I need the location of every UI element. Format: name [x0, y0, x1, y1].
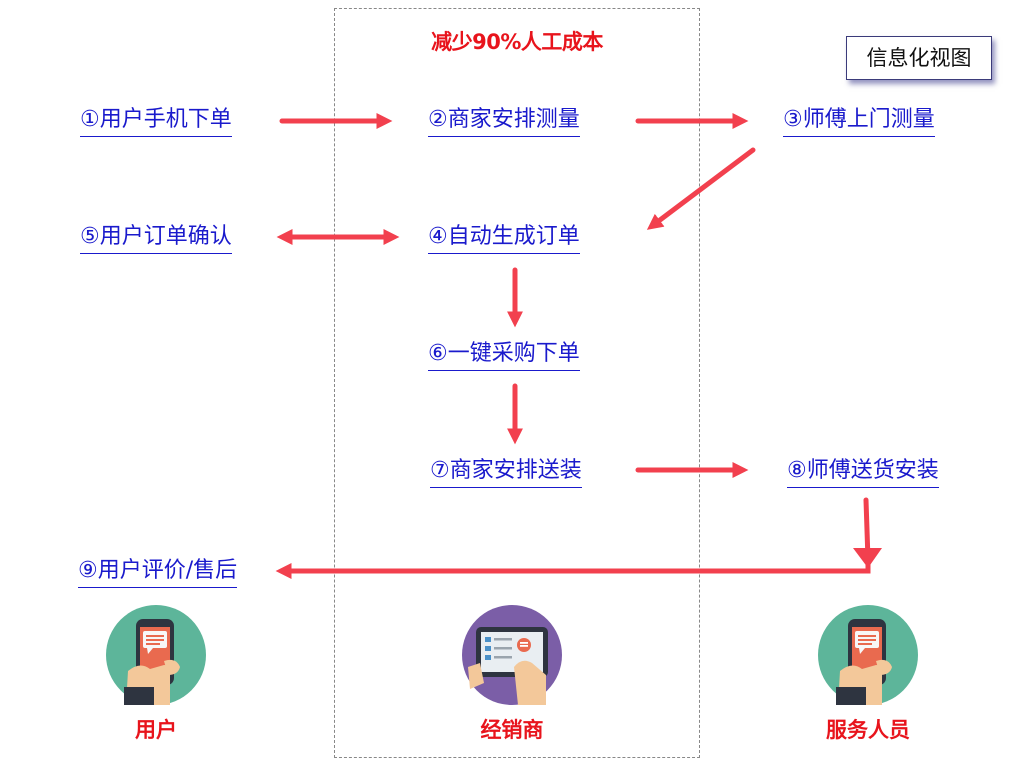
step-3-worker-measure[interactable]: ③师傅上门测量: [783, 106, 935, 137]
role-dealer: 经销商: [480, 718, 544, 742]
step-6-one-click-purchase[interactable]: ⑥一键采购下单: [428, 340, 580, 371]
role-staff: 服务人员: [826, 718, 910, 742]
step-8-worker-install[interactable]: ⑧师傅送货安装: [787, 457, 939, 488]
arrow-8-down: [863, 497, 871, 563]
user-phone-icon: [106, 605, 206, 705]
step-7-merchant-delivery[interactable]: ⑦商家安排送装: [430, 457, 582, 488]
view-label: 信息化视图: [846, 36, 992, 80]
step-2-merchant-measure[interactable]: ②商家安排测量: [428, 106, 580, 137]
headline: 减少90%人工成本: [431, 30, 603, 54]
dealer-region: [334, 8, 700, 758]
dealer-tablet-icon: [462, 605, 562, 705]
step-5-user-confirm[interactable]: ⑤用户订单确认: [80, 223, 232, 254]
role-user: 用户: [135, 718, 177, 742]
arrow-8-head: [853, 548, 882, 568]
step-4-auto-order[interactable]: ④自动生成订单: [428, 223, 580, 254]
step-1-user-order[interactable]: ①用户手机下单: [80, 106, 232, 137]
step-9-user-review[interactable]: ⑨用户评价/售后: [78, 557, 238, 588]
staff-phone-icon: [818, 605, 918, 705]
